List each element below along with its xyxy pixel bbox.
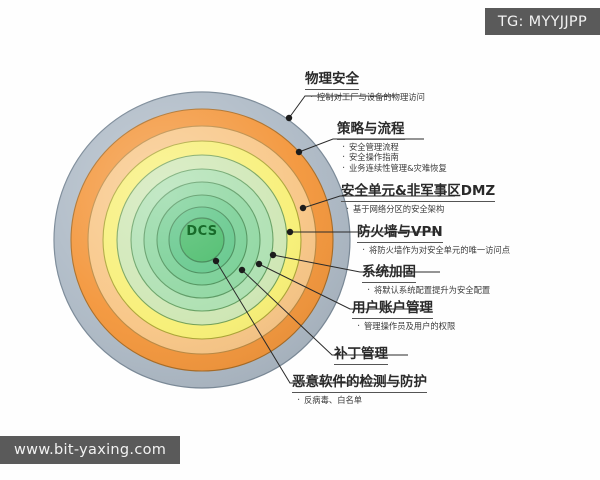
bullet-item: 反病毒、白名单 [296, 394, 427, 407]
label-firewall-vpn: 防火墙与VPN 将防火墙作为对安全单元的唯一访问点 [357, 223, 510, 257]
label-bullets: 基于网络分区的安全架构 [345, 203, 495, 216]
bullet-item: 将防火墙作为对安全单元的唯一访问点 [361, 244, 510, 257]
dot-policy-process [295, 148, 303, 156]
label-title: 系统加固 [362, 264, 416, 283]
website-watermark: www.bit-yaxing.com [0, 436, 181, 464]
bullet-item: 将默认系统配置提升为安全配置 [366, 284, 490, 297]
ring-shading-overlay [54, 92, 350, 388]
label-title: 防火墙与VPN [357, 224, 443, 243]
label-title: 恶意软件的检测与防护 [292, 374, 427, 393]
label-system-hardening: 系统加固 将默认系统配置提升为安全配置 [362, 263, 490, 297]
leader-malware-protection [215, 260, 400, 384]
dot-security-cell-dmz [299, 204, 307, 212]
label-bullets: 控制对工厂与设备的物理访问 [309, 91, 425, 104]
label-bullets: 将默认系统配置提升为安全配置 [366, 284, 490, 297]
bullet-item: 控制对工厂与设备的物理访问 [309, 91, 425, 104]
bullet-item: 基于网络分区的安全架构 [345, 203, 495, 216]
leader-dots [212, 114, 307, 274]
label-security-cell-dmz: 安全单元&非军事区DMZ 基于网络分区的安全架构 [341, 182, 496, 216]
dot-firewall-vpn [286, 228, 294, 236]
label-patch-management: 补丁管理 [334, 345, 388, 365]
dot-user-account [255, 260, 263, 268]
telegram-tag-watermark: TG: MYYJJPP [484, 8, 600, 35]
bullet-item: 业务连续性管理&灾难恢复 [341, 162, 447, 175]
label-malware-detection-protection: 恶意软件的检测与防护 反病毒、白名单 [292, 373, 427, 407]
label-title: 物理安全 [305, 71, 359, 90]
dot-system-hardening [269, 251, 277, 259]
bullet-item: 管理操作员及用户的权限 [356, 320, 455, 333]
label-policy-process: 策略与流程 安全管理流程 安全操作指南 业务连续性管理&灾难恢复 [337, 120, 447, 176]
label-physical-security: 物理安全 控制对工厂与设备的物理访问 [305, 70, 425, 104]
label-bullets: 反病毒、白名单 [296, 394, 427, 407]
ring-group [53, 91, 351, 389]
leader-patch-management [241, 269, 408, 356]
dot-patch-management [238, 266, 246, 274]
label-user-account-management: 用户账户管理 管理操作员及用户的权限 [352, 299, 455, 333]
dot-physical-security [285, 114, 293, 122]
dcs-core-label: DCS [186, 224, 218, 239]
leader-security-cell-dmz [302, 195, 455, 209]
label-bullets: 管理操作员及用户的权限 [356, 320, 455, 333]
label-title: 安全单元&非军事区DMZ [341, 183, 496, 202]
bullet-item: 安全管理流程 [341, 141, 447, 154]
dot-malware-protection [212, 257, 220, 265]
label-title: 补丁管理 [334, 346, 388, 365]
leader-system-hardening [272, 254, 440, 273]
label-title: 用户账户管理 [352, 300, 433, 319]
bullet-item: 安全操作指南 [341, 151, 447, 164]
label-bullets: 将防火墙作为对安全单元的唯一访问点 [361, 244, 510, 257]
label-title: 策略与流程 [337, 121, 405, 140]
leader-user-account [258, 263, 430, 310]
label-bullets: 安全管理流程 安全操作指南 业务连续性管理&灾难恢复 [341, 141, 447, 176]
